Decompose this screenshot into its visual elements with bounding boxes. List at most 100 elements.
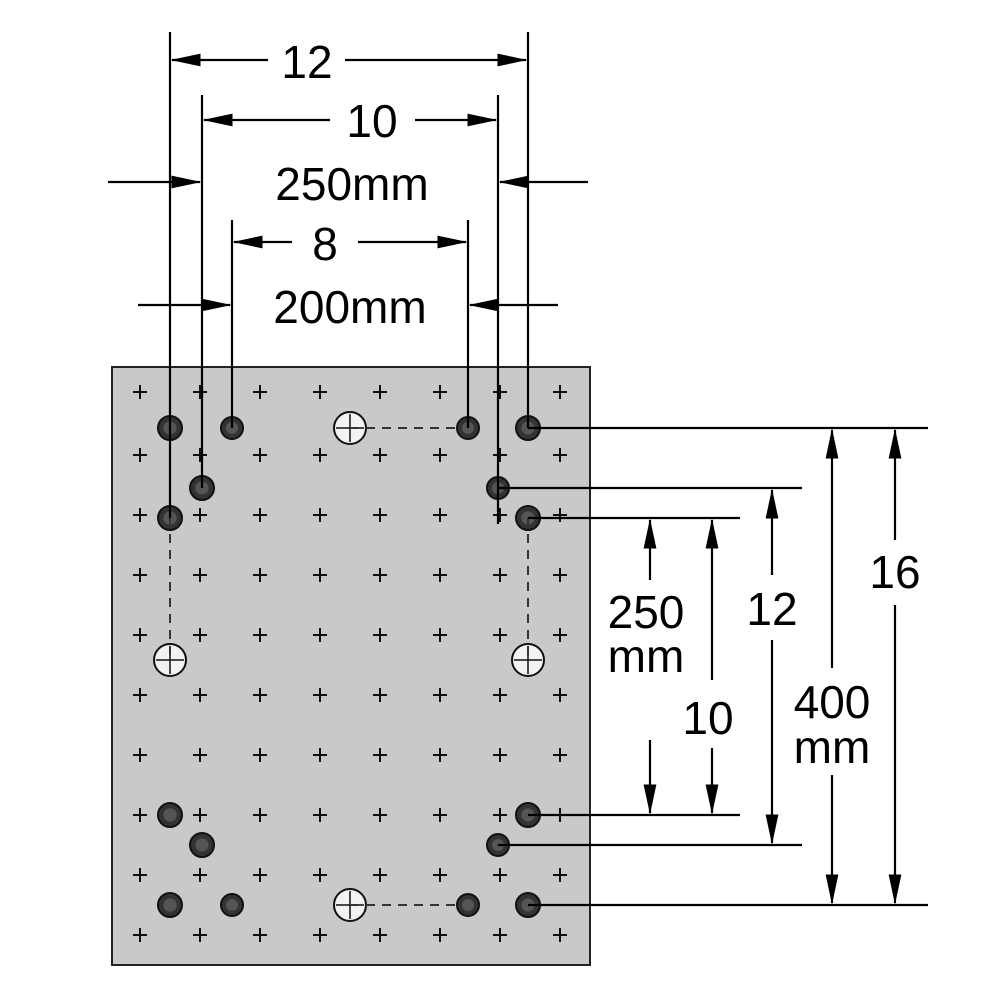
- label-inner-size: 200mm: [273, 281, 426, 333]
- plus-icon: [133, 568, 147, 582]
- plus-icon: [193, 928, 207, 942]
- plus-icon: [253, 868, 267, 882]
- plus-icon: [493, 508, 507, 522]
- grid-markers: [133, 385, 567, 942]
- plus-icon: [373, 928, 387, 942]
- plus-icon: [193, 448, 207, 462]
- plus-icon: [133, 748, 147, 762]
- plus-icon: [193, 568, 207, 582]
- plus-icon: [313, 808, 327, 822]
- plus-icon: [553, 385, 567, 399]
- plus-icon: [133, 808, 147, 822]
- dark-hole-icon: [189, 832, 215, 858]
- plus-icon: [433, 385, 447, 399]
- label-inner-count: 8: [312, 218, 338, 270]
- plus-icon: [313, 508, 327, 522]
- plus-icon: [373, 628, 387, 642]
- plus-icon: [133, 448, 147, 462]
- plus-icon: [373, 808, 387, 822]
- plus-icon: [373, 868, 387, 882]
- label-v-inner-size-2: mm: [608, 630, 685, 682]
- plus-icon: [553, 928, 567, 942]
- dark-hole-icon: [220, 893, 244, 917]
- plus-icon: [313, 568, 327, 582]
- plus-icon: [493, 748, 507, 762]
- plus-icon: [253, 808, 267, 822]
- plus-icon: [133, 508, 147, 522]
- plus-icon: [493, 448, 507, 462]
- plus-icon: [373, 508, 387, 522]
- plus-icon: [253, 385, 267, 399]
- plus-icon: [313, 448, 327, 462]
- plus-icon: [493, 385, 507, 399]
- label-v-outer-count: 16: [869, 546, 920, 598]
- dark-hole-icon: [456, 893, 480, 917]
- plus-icon: [253, 928, 267, 942]
- plus-icon: [313, 385, 327, 399]
- plus-icon: [193, 628, 207, 642]
- plus-icon: [133, 385, 147, 399]
- plus-icon: [253, 508, 267, 522]
- plus-icon: [553, 448, 567, 462]
- hole-alignment-lines: [169, 427, 529, 906]
- plus-icon: [433, 688, 447, 702]
- dark-hole-icon: [157, 892, 183, 918]
- plus-icon: [553, 748, 567, 762]
- plus-icon: [133, 868, 147, 882]
- plus-icon: [373, 688, 387, 702]
- plus-icon: [553, 568, 567, 582]
- label-v-inner-size-1: 250: [608, 586, 685, 638]
- plus-icon: [253, 688, 267, 702]
- plus-icon: [493, 928, 507, 942]
- dark-hole-icon: [157, 802, 183, 828]
- label-top-count: 12: [281, 36, 332, 88]
- plus-icon: [193, 385, 207, 399]
- plus-icon: [553, 628, 567, 642]
- plus-icon: [493, 628, 507, 642]
- plus-icon: [193, 868, 207, 882]
- plus-icon: [433, 808, 447, 822]
- horizontal-extension-lines: [498, 426, 928, 907]
- label-v-inner-count: 10: [682, 692, 733, 744]
- plus-icon: [253, 448, 267, 462]
- plus-icon: [193, 808, 207, 822]
- open-hole-icon: [511, 643, 545, 677]
- plus-icon: [193, 688, 207, 702]
- label-mid-count: 10: [346, 95, 397, 147]
- plus-icon: [313, 628, 327, 642]
- plus-icon: [553, 868, 567, 882]
- label-v-mid-count: 12: [746, 583, 797, 635]
- plus-icon: [373, 448, 387, 462]
- plus-icon: [373, 568, 387, 582]
- plus-icon: [433, 868, 447, 882]
- plus-icon: [133, 928, 147, 942]
- plus-icon: [253, 748, 267, 762]
- plus-icon: [553, 688, 567, 702]
- plus-icon: [433, 568, 447, 582]
- plus-icon: [433, 628, 447, 642]
- plus-icon: [193, 508, 207, 522]
- grid-plate: [111, 366, 591, 966]
- plus-icon: [433, 508, 447, 522]
- plus-icon: [433, 448, 447, 462]
- plus-icon: [493, 868, 507, 882]
- plus-icon: [313, 928, 327, 942]
- plus-icon: [313, 748, 327, 762]
- label-mid-size: 250mm: [275, 158, 428, 210]
- label-v-outer-size-2: mm: [794, 721, 871, 773]
- plus-icon: [493, 568, 507, 582]
- label-v-outer-size-1: 400: [794, 676, 871, 728]
- plus-icon: [193, 748, 207, 762]
- plus-icon: [373, 385, 387, 399]
- plus-icon: [373, 748, 387, 762]
- plus-icon: [433, 928, 447, 942]
- plus-icon: [133, 628, 147, 642]
- plus-icon: [253, 568, 267, 582]
- plus-icon: [553, 508, 567, 522]
- plus-icon: [493, 688, 507, 702]
- plus-icon: [313, 688, 327, 702]
- plus-icon: [433, 748, 447, 762]
- plus-icon: [313, 868, 327, 882]
- plus-icon: [253, 628, 267, 642]
